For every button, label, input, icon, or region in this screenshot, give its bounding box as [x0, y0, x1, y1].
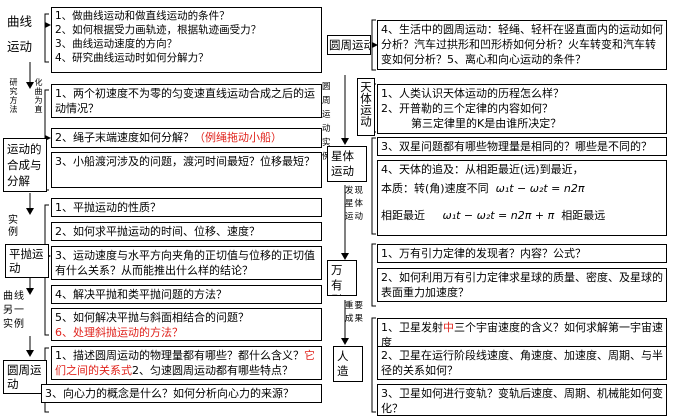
category-motion-combine: 运动的 合成与 分解 — [3, 138, 47, 192]
box-star-q4: 4、天体的追及：从相距最近(远)到最近， 本质：转(角)速度不同 ω₁t − ω… — [377, 160, 667, 236]
box-curve-questions: 1、做曲线运动和做直线运动的条件？ 2、如何根据受力画轨迹，根据轨迹画受力？ 3… — [51, 7, 322, 73]
curve-q-1: 1、做曲线运动和做直线运动的条件？ — [55, 10, 230, 22]
sat-q1-b: 中 — [443, 321, 454, 334]
box-star-q3: 3、双星问题都有哪些物理量是相同的？哪些是不同的？ — [377, 137, 667, 156]
curve-q-3: 3、曲线运动速度的方向？ — [55, 38, 178, 50]
label-discover-stars: 发现星体运动 — [345, 186, 365, 222]
combine-q2-text: 2、绳子末端速度如何分解？ — [55, 131, 194, 144]
category-circular-motion-left: 圆周运动 — [3, 360, 47, 394]
sat-q1-a: 1、卫星发射 — [381, 321, 443, 334]
formula-farthest: ω₁t − ω₂t = n2π + π — [442, 209, 555, 222]
curve-q-2: 2、如何根据受力画轨迹，根据轨迹画受力？ — [55, 24, 262, 36]
box-circle-q3: 3、向心力的概念是什么？如何分析向心力的来源？ — [41, 384, 322, 403]
box-sat-q2: 2、卫星在运行阶段线速度、角速度、加速度、周期、与半径的关系如何？ — [377, 346, 667, 380]
label-research-method: 研究方法 — [9, 78, 18, 114]
category-curve-motion: 曲线 运动 — [3, 6, 43, 62]
box-circle-applications: 4、生活中的圆周运动：轻绳、轻杆在竖直面内的运动如何分析？汽车过拱形和凹形桥如何… — [377, 20, 667, 70]
box-throw-q2: 2、如何求平抛运动的时间、位移、速度？ — [51, 222, 322, 241]
celestial-q-2: 2、开普勒的三个定律的内容如何？ — [381, 102, 553, 115]
box-throw-q1: 1、平抛运动的性质？ — [51, 198, 322, 217]
category-projectile: 平抛运动 — [5, 244, 49, 278]
category-celestial: 天体运动 — [357, 78, 375, 136]
box-throw-q5-6: 5、如何解决平抛与斜面相结合的问题？ 6、处理斜抛运动的方法？ — [51, 308, 322, 341]
circle-q1-text: 1、描述圆周运动的物理量都有哪些？都什么含义？ — [55, 349, 304, 362]
box-combine-q2: 2、绳子末端速度如何分解？（例绳拖动小船） — [51, 128, 322, 148]
star-q4-essence: 本质：转(角)速度不同 ω₁t − ω₂t = n2π — [381, 182, 585, 195]
label-circular-instances: 圆周运动实例 — [322, 82, 332, 162]
circle-q2-text: 2、匀速圆周运动都有哪些特点？ — [132, 364, 293, 377]
box-gravity-q1: 1、万有引力定律的发现者？内容？公式？ — [377, 244, 667, 263]
box-combine-q3: 3、小船渡河涉及的问题，渡河时间最短？位移最短？ — [51, 152, 322, 188]
label-another-curve-example: 曲线另一实例 — [3, 291, 25, 330]
category-circular-motion-right: 圆周运动 — [327, 35, 371, 55]
star-q4-closest: 相距最近 ω₁t − ω₂t = n2π + π 相距最远 — [381, 209, 606, 222]
box-celestial-questions: 1、人类认识天体运动的历程怎么样？ 2、开普勒的三个定律的内容如何？ 第三定律里… — [377, 84, 667, 134]
label-curve-to-straight: 化曲为直 — [34, 78, 43, 114]
box-circle-q1-2: 1、描述圆周运动的物理量都有哪些？都什么含义？它们之间的关系式2、匀速圆周运动都… — [51, 346, 322, 380]
category-satellite: 人造卫星 — [333, 346, 363, 382]
box-combine-q1: 1、两个初速度不为零的匀变速直线运动合成之后的运动情况？ — [51, 84, 322, 118]
label-important-results: 重要成果 — [345, 301, 365, 324]
box-throw-q4: 4、解决平抛和类平抛问题的方法？ — [51, 285, 322, 304]
category-star-motion: 星体运动 — [327, 146, 367, 182]
curve-q-4: 4、研究曲线运动时如何分解力？ — [55, 52, 209, 64]
formula-closest: ω₁t − ω₂t = n2π — [495, 182, 585, 195]
sat-q1-c: 三个宇宙速度的含义？如何求解第一宇宙速度 — [381, 321, 663, 349]
celestial-q-1: 1、人类认识天体运动的历程怎么样？ — [381, 87, 564, 100]
throw-q6: 6、处理斜抛运动的方法？ — [55, 326, 183, 339]
throw-q5: 5、如何解决平抛与斜面相结合的问题？ — [55, 311, 249, 324]
label-example: 实例 — [8, 215, 19, 238]
star-q4-title: 4、天体的追及：从相距最近(远)到最近， — [381, 163, 584, 176]
box-sat-q3: 3、卫星如何进行变轨？变轨后速度、周期、机械能如何变化？ — [377, 384, 667, 416]
box-throw-q3: 3、运动速度与水平方向夹角的正切值与位移的正切值有什么关系？从而能推出什么样的结… — [51, 246, 322, 280]
combine-q2-example: （例绳拖动小船） — [194, 131, 282, 144]
box-gravity-q2: 2、如何利用万有引力定律求星球的质量、密度、及星球的表面重力加速度？ — [377, 268, 667, 302]
celestial-q-3: 第三定律里的K是由谁所决定？ — [411, 117, 562, 130]
category-gravitation: 万有 引力 — [327, 260, 357, 296]
circle-q1-relation: 它们之间的关系式 — [55, 349, 315, 377]
